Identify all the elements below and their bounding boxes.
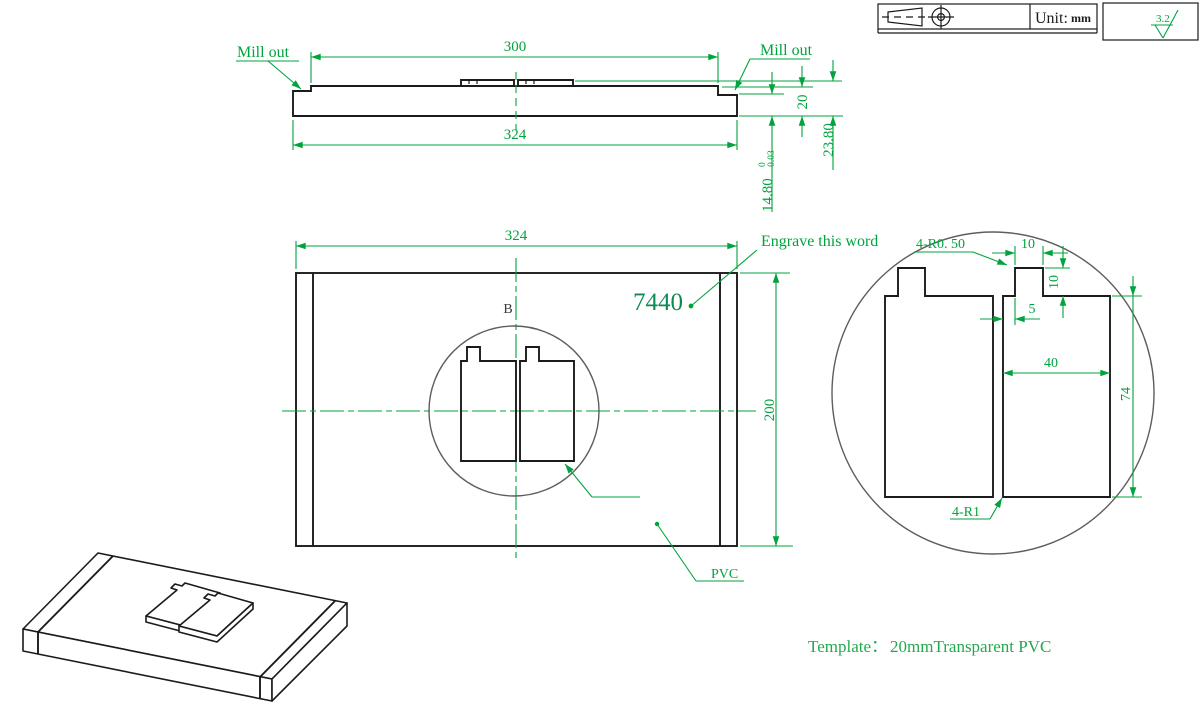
material-note-text: PVC [711, 567, 738, 582]
mill-out-right-text: Mill out [760, 42, 813, 59]
dim-tab-offset-text: 5 [1029, 302, 1036, 317]
dim-324-side-text: 324 [504, 127, 527, 143]
dimension-tab-offset: 5 [980, 298, 1040, 325]
fillet-callout: 4-R1 [950, 497, 1003, 520]
isometric-view [22, 552, 348, 702]
engrave-note-text: Engrave this word [761, 233, 878, 250]
mill-out-right-callout: Mill out [734, 42, 813, 91]
engraved-text-7440: 7440 [633, 289, 683, 316]
dimension-14-80: 14.80 0 -0.03 [758, 72, 777, 212]
dim-pocket-height-text: 74 [1119, 387, 1134, 401]
template-value: 20mmTransparent PVC [890, 637, 1051, 656]
mill-out-left-callout: Mill out [236, 44, 302, 90]
plate-profile [292, 85, 738, 117]
engrave-callout: Engrave this word [688, 233, 878, 309]
pad-profile-left [460, 79, 515, 86]
mill-out-left-text: Mill out [237, 44, 290, 61]
detail-pocket-left [884, 267, 994, 498]
dimension-23-80: 23.80 [821, 60, 837, 170]
dim-tab-height-text: 10 [1047, 275, 1062, 289]
battery-pocket-right [519, 346, 575, 462]
projection-circle-icon [928, 5, 954, 29]
detail-circle-b [428, 325, 600, 497]
dimension-200: 200 [740, 272, 793, 547]
material-callout: PVC [654, 521, 744, 582]
dim-300-text: 300 [504, 39, 527, 55]
dimension-tab-width: 10 [992, 237, 1068, 265]
radius-tab-text: 4-R0. 50 [916, 237, 965, 252]
title-block: Unit: mm [877, 3, 1098, 34]
pad-profile-right [517, 79, 574, 86]
pocket-leader [564, 463, 640, 498]
surface-roughness-icon [1151, 9, 1179, 39]
dim-20-text: 20 [795, 95, 811, 110]
detail-marker-b: B [503, 302, 512, 317]
footer-note: Template： 20mmTransparent PVC [808, 637, 1051, 656]
dimension-pocket-height: 74 [1112, 276, 1142, 498]
battery-pocket-left [460, 346, 517, 462]
unit-label: Unit: [1035, 10, 1068, 27]
dimension-tab-height: 10 [1045, 246, 1070, 318]
dimension-324-side: 324 [292, 120, 738, 150]
unit-value: mm [1071, 11, 1091, 25]
detail-view: 4-R0. 50 10 10 5 [831, 231, 1155, 555]
dimension-20: 20 [795, 66, 811, 137]
template-label: Template： [808, 637, 888, 656]
dimension-324-front: 324 [295, 228, 738, 269]
dim-14-80-tol-upper: 0 [758, 162, 768, 167]
fillet-text: 4-R1 [952, 505, 980, 520]
projection-frustum-icon [882, 7, 928, 27]
dim-tab-width-text: 10 [1021, 237, 1035, 252]
side-view: 300 324 Mill out Mill out [236, 39, 843, 212]
dim-14-80-text: 14.80 [760, 178, 776, 212]
dim-200-text: 200 [762, 399, 778, 422]
front-view: B 324 200 Engrave this word [282, 228, 878, 582]
iso-right-face [271, 602, 348, 702]
roughness-value: 3.2 [1156, 13, 1170, 25]
iso-pad-right-side [178, 602, 254, 643]
dim-14-80-tol-lower: -0.03 [767, 150, 777, 170]
dimension-pocket-width: 40 [1002, 356, 1111, 377]
dim-pocket-width-text: 40 [1044, 356, 1058, 371]
dim-23-80-text: 23.80 [821, 123, 837, 157]
dim-324-front-text: 324 [505, 228, 528, 244]
dimension-300: 300 [310, 39, 719, 83]
radius-tab-callout: 4-R0. 50 [914, 237, 1008, 266]
detail-pocket-right [1002, 267, 1111, 498]
surface-roughness-block: 3.2 [1102, 2, 1199, 41]
detail-view-circle [831, 231, 1155, 555]
